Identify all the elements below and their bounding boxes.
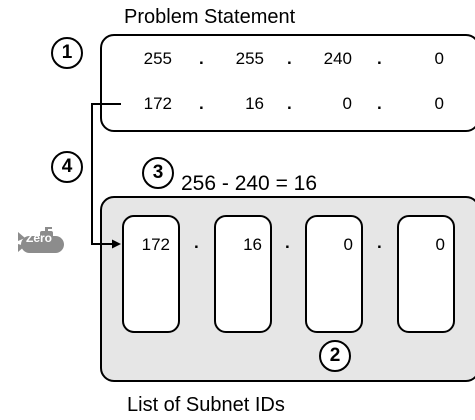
address-octet-1: 172 [143, 94, 172, 113]
mask-separator-1: . [199, 49, 204, 68]
subnet-increment-formula: 256 - 240 = 16 [181, 172, 318, 195]
mask-octet-1: 255 [143, 49, 172, 68]
address-octet-2: 16 [245, 94, 264, 113]
problem-statement-panel [100, 34, 475, 132]
mask-octet-3: 240 [323, 49, 352, 68]
subnet-separator-1: . [194, 233, 199, 252]
step-marker-2: 2 [319, 340, 351, 372]
zero-badge-label: Zero [25, 231, 52, 245]
mask-octet-4: 0 [434, 49, 444, 68]
subnet-cell-value-4: 0 [435, 235, 445, 254]
subnet-separator-2: . [285, 233, 290, 252]
subnet-cell-value-2: 16 [243, 235, 262, 254]
mask-separator-2: . [287, 49, 292, 68]
subnet-cell-value-1: 172 [141, 235, 170, 254]
problem-statement-title: Problem Statement [124, 6, 296, 28]
subnet-cell-2: 16 [214, 215, 272, 333]
address-separator-3: . [377, 94, 382, 113]
step-marker-3: 3 [142, 157, 174, 189]
subnet-separator-3: . [377, 233, 382, 252]
subnet-cell-3: 0 [305, 215, 363, 333]
step-marker-1: 1 [51, 37, 83, 69]
subnet-cell-value-3: 0 [343, 235, 353, 254]
address-separator-2: . [287, 94, 292, 113]
address-separator-1: . [199, 94, 204, 113]
address-octet-4: 0 [434, 94, 444, 113]
address-octet-3: 0 [342, 94, 352, 113]
subnet-cell-1: 172 [122, 215, 180, 333]
submarine-icon [18, 227, 64, 253]
mask-octet-2: 255 [235, 49, 264, 68]
mask-separator-3: . [377, 49, 382, 68]
subnet-list-title: List of Subnet IDs [127, 394, 285, 416]
step-marker-4: 4 [51, 151, 83, 183]
subnet-cell-4: 0 [397, 215, 455, 333]
